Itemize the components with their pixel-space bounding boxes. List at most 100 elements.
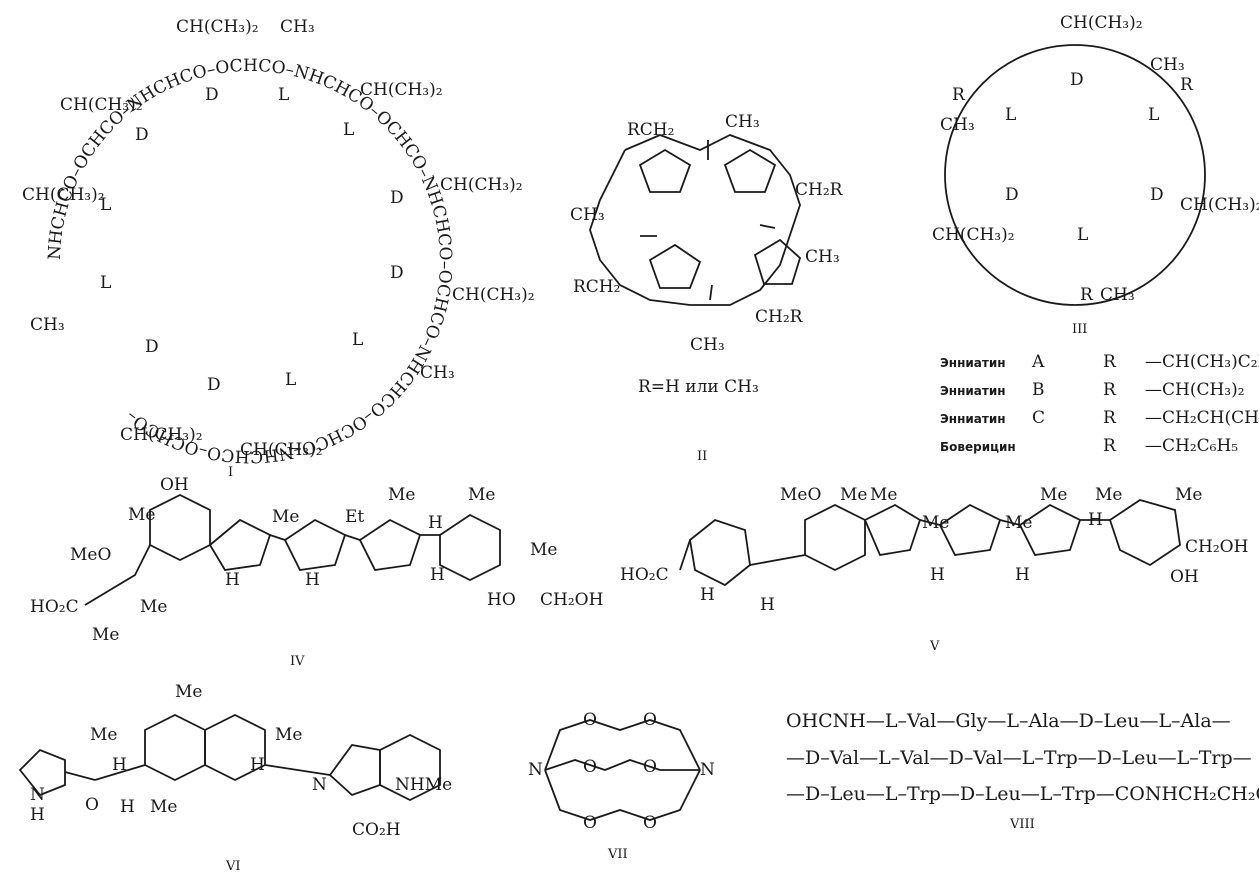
- I-sidegroup-3: CH(CH₃)₂: [360, 80, 443, 100]
- table-row-1-name: Энниатин: [940, 356, 1006, 370]
- IV-group-H-2: H: [305, 570, 320, 590]
- IV-group-H-1: H: [225, 570, 240, 590]
- I-stereo-3: L: [343, 120, 354, 140]
- II-group-8: CH₃: [690, 335, 725, 355]
- structure-VIII-label: VIII: [1009, 817, 1035, 832]
- I-sidegroup-2: CH₃: [280, 17, 315, 37]
- I-stereo-6: L: [352, 330, 363, 350]
- V-group-Me-5: Me: [1040, 485, 1067, 505]
- structure-III-label: III: [1072, 322, 1087, 337]
- III-stereo-3: D: [1150, 185, 1164, 205]
- I-sidegroup-11: CH(CH₃)₂: [60, 95, 143, 115]
- VI-atom-O: O: [85, 795, 99, 815]
- I-stereo-5: D: [390, 263, 404, 283]
- table-row-2-group: —CH(CH₃)₂: [1145, 380, 1245, 400]
- IV-group-HO2C: HO₂C: [30, 597, 79, 617]
- V-group-Me-2: Me: [870, 485, 897, 505]
- III-stereo-6: L: [1005, 105, 1016, 125]
- table-row-3-name: Энниатин: [940, 412, 1006, 426]
- VII-atom-O-3: O: [583, 757, 597, 777]
- III-group-3: R: [1180, 75, 1194, 95]
- IV-group-Me-1: Me: [128, 505, 155, 525]
- VII-atom-O-2: O: [643, 710, 657, 730]
- V-group-HO2C: HO₂C: [620, 565, 669, 585]
- IV-group-Me-5: Me: [388, 485, 415, 505]
- V-group-Me-1: Me: [840, 485, 867, 505]
- II-caption: R=H или CH₃: [638, 377, 759, 397]
- IV-group-H-3: H: [428, 513, 443, 533]
- VII-atom-O-4: O: [643, 757, 657, 777]
- IV-group-H-4: H: [430, 565, 445, 585]
- IV-group-HO: HO: [487, 590, 516, 610]
- I-sidegroup-1: CH(CH₃)₂: [176, 17, 259, 37]
- I-sidegroup-5: CH(CH₃)₂: [452, 285, 535, 305]
- table-row-3-letter: C: [1032, 408, 1045, 428]
- I-stereo-8: D: [207, 375, 221, 395]
- III-stereo-2: L: [1148, 105, 1159, 125]
- V-group-H-3: H: [930, 565, 945, 585]
- VI-group-CO2H: CO₂H: [352, 820, 401, 840]
- enniatin-table: Энниатин A R —CH(CH₃)C₂H₅ Энниатин B R —…: [940, 352, 1259, 456]
- V-group-H-4: H: [1015, 565, 1030, 585]
- table-row-2-name: Энниатин: [940, 384, 1006, 398]
- structure-I-label: I: [228, 465, 233, 480]
- III-stereo-5: D: [1005, 185, 1019, 205]
- II-group-6: RCH₂: [573, 277, 620, 297]
- IV-group-OH: OH: [160, 475, 189, 495]
- structure-II-label: II: [697, 449, 707, 464]
- V-group-H-5: H: [1088, 510, 1103, 530]
- VII-atom-O-1: O: [583, 710, 597, 730]
- VII-atom-O-6: O: [643, 813, 657, 833]
- I-stereo-10: L: [100, 273, 111, 293]
- V-group-H-1: H: [700, 585, 715, 605]
- I-stereo-2: L: [278, 85, 289, 105]
- III-stereo-4: L: [1077, 225, 1088, 245]
- IV-group-Me-6: Me: [468, 485, 495, 505]
- III-stereo-1: D: [1070, 70, 1084, 90]
- III-group-1: CH(CH₃)₂: [1060, 13, 1143, 33]
- structure-VII-label: VII: [607, 847, 628, 862]
- VI-group-Me-2: Me: [90, 725, 117, 745]
- IV-group-Et: Et: [345, 507, 364, 527]
- table-row-2-r: R: [1103, 380, 1117, 400]
- VII-atom-N-2: N: [700, 760, 715, 780]
- table-row-4-r: R: [1103, 436, 1117, 456]
- VI-group-H-1: H: [112, 755, 127, 775]
- I-sidegroup-10: CH(CH₃)₂: [22, 185, 105, 205]
- structure-IV: OH Me MeO HO₂C Me Me Me Et Me Me H H H H…: [30, 475, 603, 669]
- structure-III: CH(CH₃)₂ CH₃ R CH₃ R CH(CH₃)₂ CH₃ R CH(C…: [932, 13, 1259, 456]
- table-row-3-group: —CH₂CH(CH₃)₂: [1145, 408, 1259, 428]
- V-group-Me-4: Me: [1005, 513, 1032, 533]
- I-stereo-4: D: [390, 188, 404, 208]
- IV-group-Me-7: Me: [530, 540, 557, 560]
- II-group-2: CH₃: [725, 112, 760, 132]
- VI-group-Me-3: Me: [275, 725, 302, 745]
- III-group-7: CH₃: [1100, 285, 1135, 305]
- structure-V: MeO Me Me Me Me Me Me Me HO₂C H H H H H …: [620, 485, 1248, 654]
- III-group-9: CH(CH₃)₂: [932, 225, 1015, 245]
- VI-atom-N2: N: [312, 775, 327, 795]
- I-stereo-7: L: [285, 370, 296, 390]
- structure-VI: Me Me Me H H Me H NHMe CO₂H N H O N VI: [18, 682, 452, 874]
- V-group-H-2: H: [760, 595, 775, 615]
- III-group-6: CH(CH₃)₂: [1180, 195, 1259, 215]
- VI-group-Me-1: Me: [175, 682, 202, 702]
- structure-II: RCH₂ CH₃ CH₂R CH₃ CH₃ RCH₂ CH₂R CH₃ R=H …: [570, 112, 844, 464]
- I-stereo-9: D: [145, 337, 159, 357]
- structure-VI-label: VI: [225, 859, 241, 874]
- VI-group-H-3: H: [120, 797, 135, 817]
- I-sidegroup-9: CH₃: [30, 315, 65, 335]
- IV-group-Me-3: Me: [140, 597, 167, 617]
- II-group-4: CH₃: [805, 247, 840, 267]
- II-group-5: CH₃: [570, 205, 605, 225]
- structure-VIII: OHCNH—L–Val—Gly—L–Ala—D–Leu—L–Ala— —D–Va…: [786, 710, 1259, 832]
- IV-group-Me-2: Me: [92, 625, 119, 645]
- VII-atom-O-5: O: [583, 813, 597, 833]
- VI-group-Me-4: Me: [150, 797, 177, 817]
- I-stereo-12: D: [135, 125, 149, 145]
- I-sidegroup-6: CH₃: [420, 363, 455, 383]
- structure-V-label: V: [929, 639, 940, 654]
- V-group-Me-6: Me: [1095, 485, 1122, 505]
- VIII-line-3: —D–Leu—L–Trp—D–Leu—L–Trp—CONHCH₂CH₂OH: [786, 783, 1259, 805]
